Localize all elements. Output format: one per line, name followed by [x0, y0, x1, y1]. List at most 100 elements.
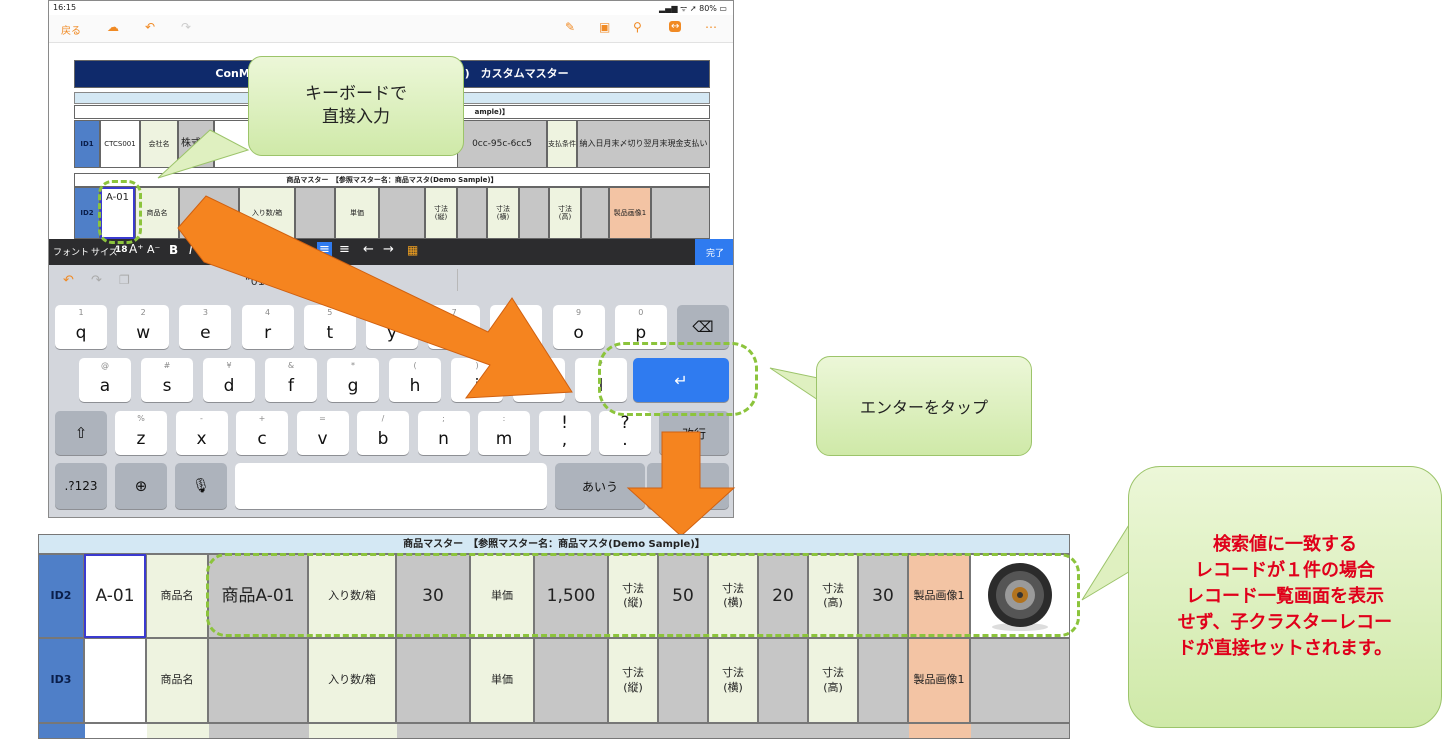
- tail-keyboard-callout: [157, 129, 250, 179]
- row2-dimh-value[interactable]: [519, 187, 549, 239]
- globe-key[interactable]: ⊕: [115, 463, 167, 509]
- key-f[interactable]: &f: [265, 358, 317, 402]
- tail-enter-callout: [769, 367, 819, 401]
- pen-icon[interactable]: ✎: [565, 20, 576, 34]
- key-b[interactable]: /b: [357, 411, 409, 455]
- font-button[interactable]: フォント: [53, 248, 90, 258]
- result-row3-name-value[interactable]: [208, 638, 308, 723]
- row2-price-value[interactable]: [379, 187, 425, 239]
- result-row2-dim-v[interactable]: 50: [658, 554, 708, 638]
- key-hint: *: [351, 361, 355, 370]
- key-s[interactable]: #s: [141, 358, 193, 402]
- result-row3-img[interactable]: [970, 638, 1070, 723]
- key-?.[interactable]: ? .: [599, 411, 651, 455]
- key-z[interactable]: %z: [115, 411, 167, 455]
- expand-icon[interactable]: ↔: [669, 21, 682, 32]
- bold-button[interactable]: B: [169, 243, 179, 257]
- key-c[interactable]: +c: [236, 411, 288, 455]
- key-!,[interactable]: ! ,: [538, 411, 591, 455]
- result-row3-input[interactable]: [84, 638, 146, 723]
- result-row3-dim-v[interactable]: [658, 638, 708, 723]
- row2-img-value[interactable]: [651, 187, 710, 239]
- key-hint: =: [319, 414, 326, 423]
- key-n[interactable]: ;n: [417, 411, 470, 455]
- key-h[interactable]: (h: [389, 358, 441, 402]
- numbers-key[interactable]: .?123: [55, 463, 107, 509]
- key-v[interactable]: =v: [296, 411, 349, 455]
- result-row3-price-value[interactable]: [534, 638, 608, 723]
- row1-company-label: 会社名: [140, 120, 178, 168]
- key-hint: (: [413, 361, 417, 370]
- key-label: d: [223, 376, 235, 396]
- row1-code2[interactable]: 0cc-95c-6cc5: [457, 120, 547, 168]
- key-a[interactable]: @a: [79, 358, 131, 402]
- key-hint: 5: [327, 308, 333, 317]
- microphone-icon: 🎙: [192, 478, 210, 494]
- row2-qty-value[interactable]: [295, 187, 335, 239]
- back-button[interactable]: 戻る: [61, 26, 81, 37]
- key-m[interactable]: :m: [478, 411, 530, 455]
- result-row3-dim-h[interactable]: [758, 638, 808, 723]
- row2-dimt-value[interactable]: [581, 187, 609, 239]
- row1-code[interactable]: CTCS001: [100, 120, 140, 168]
- result-row2-qty-value[interactable]: 30: [396, 554, 470, 638]
- italic-button[interactable]: I: [189, 243, 193, 257]
- done-button[interactable]: 完了: [695, 239, 733, 265]
- result-row2-input[interactable]: A-01: [84, 554, 146, 638]
- undo-icon[interactable]: ↶: [145, 20, 156, 34]
- shift-key[interactable]: ⇧: [55, 411, 107, 455]
- result-row3-dim-t[interactable]: [858, 638, 908, 723]
- result-row3-qty-value[interactable]: [396, 638, 470, 723]
- row1-payment-value[interactable]: 納入日月末〆切り翌月末現金支払い: [577, 120, 710, 168]
- align-right-icon[interactable]: ≡: [339, 242, 350, 257]
- result-row2-price-value[interactable]: 1,500: [534, 554, 608, 638]
- enter-key[interactable]: ↵: [633, 358, 729, 402]
- result-row2-img[interactable]: [970, 554, 1070, 638]
- key-label: ! ,: [561, 413, 568, 450]
- result-row2-img-label: 製品画像1: [908, 554, 970, 638]
- camera-icon[interactable]: ▣: [599, 20, 611, 34]
- key-hint: 9: [576, 308, 582, 317]
- key-hint: &: [287, 361, 295, 370]
- key-d[interactable]: ¥d: [203, 358, 255, 402]
- more-icon[interactable]: ⋯: [705, 20, 717, 34]
- space-key[interactable]: [235, 463, 547, 509]
- kb-paste-icon[interactable]: ❐: [119, 273, 130, 287]
- result-row2-dim-h[interactable]: 20: [758, 554, 808, 638]
- arrow-left-icon[interactable]: ←: [363, 242, 374, 257]
- sheet-subheader: 商品マスター 【参照マスター名：商品マスタ(Demo Sample)】: [74, 173, 710, 187]
- key-label: w: [136, 323, 151, 343]
- arrow-right-icon[interactable]: →: [383, 242, 394, 257]
- font-increase-button[interactable]: A⁺: [129, 242, 144, 256]
- key-g[interactable]: *g: [327, 358, 379, 402]
- key-label: f: [288, 376, 294, 396]
- size-value[interactable]: 18: [115, 245, 128, 255]
- link-icon[interactable]: ⚲: [633, 20, 642, 34]
- kb-undo-icon[interactable]: ↶: [63, 273, 74, 288]
- kb-redo-icon[interactable]: ↷: [91, 273, 102, 288]
- cloud-icon[interactable]: ☁: [107, 20, 119, 34]
- backspace-key[interactable]: ⌫: [677, 305, 729, 349]
- kana-key[interactable]: あいう: [555, 463, 645, 509]
- row2-dimv-value[interactable]: [457, 187, 487, 239]
- result-row3-name-label: 商品名: [146, 638, 208, 723]
- key-label: o: [573, 323, 584, 343]
- status-bar: 16:15 ▂▄▆ ᯤ ➚ 80% ▭: [49, 1, 733, 15]
- font-decrease-button[interactable]: A⁻: [147, 243, 161, 256]
- table-icon[interactable]: ▦: [407, 243, 419, 257]
- mic-key[interactable]: 🎙: [175, 463, 227, 509]
- row1-payment-label: 支払条件: [547, 120, 577, 168]
- key-label: g: [347, 376, 359, 396]
- key-hint: 1: [78, 308, 84, 317]
- redo-icon[interactable]: ↷: [181, 20, 192, 34]
- key-x[interactable]: -x: [175, 411, 228, 455]
- key-label: v: [317, 429, 328, 449]
- key-hint: -: [200, 414, 203, 423]
